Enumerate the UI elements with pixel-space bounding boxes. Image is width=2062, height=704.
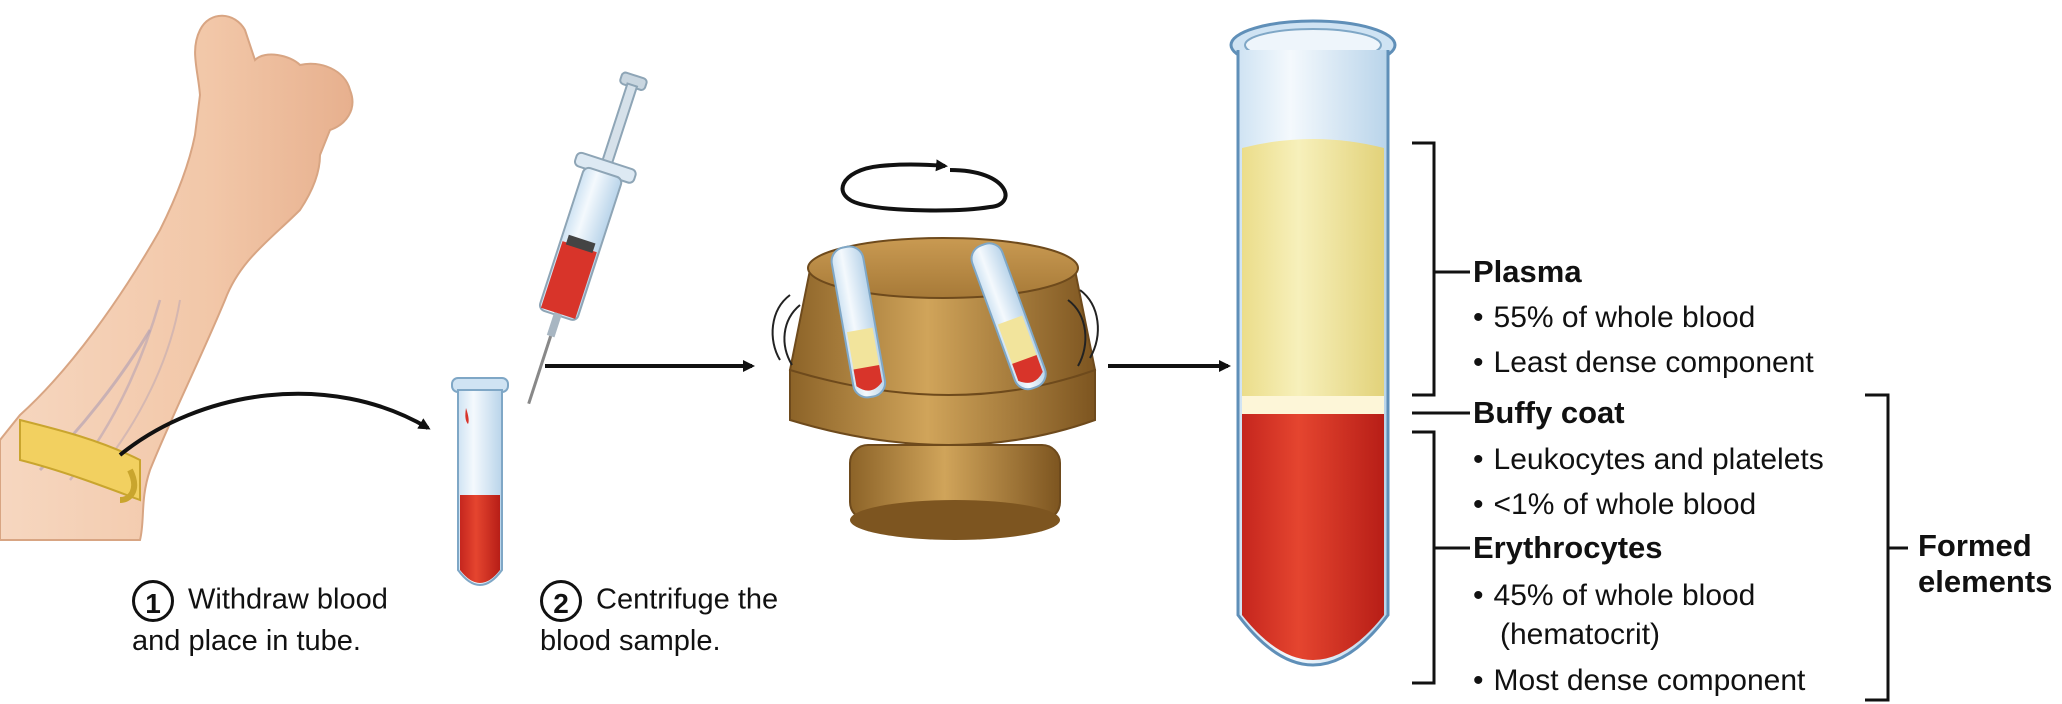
erythrocytes-layer [1242, 414, 1384, 660]
tourniquet [19, 418, 141, 502]
separated-blood-tube-illustration [1229, 19, 1397, 667]
formed-elements-line2: elements [1918, 564, 2053, 599]
erythrocytes-bullet-2: Most dense component [1473, 661, 1806, 701]
rotation-arrow-icon [840, 159, 1008, 213]
arrow-arm-to-tube [118, 391, 431, 457]
plasma-bullet-1: 55% of whole blood [1473, 298, 1756, 338]
step-1-line1: Withdraw blood [188, 583, 388, 616]
step-1-label: 1 Withdraw blood and place in tube. [132, 580, 388, 660]
plasma-title: Plasma [1473, 254, 1582, 289]
buffy-coat-bullet-1: Leukocytes and platelets [1473, 440, 1824, 480]
step-1-line2: and place in tube. [132, 625, 361, 657]
plasma-bullet-2: Least dense component [1473, 343, 1814, 383]
brackets [1412, 141, 1908, 702]
erythrocytes-hematocrit-note: (hematocrit) [1500, 618, 1661, 651]
step-2-line2: blood sample. [540, 625, 721, 657]
buffy-coat-layer [1242, 396, 1384, 416]
step-2-line1: Centrifuge the [596, 583, 779, 616]
plasma-layer [1242, 139, 1384, 398]
buffy-coat-bullet-2: <1% of whole blood [1473, 485, 1757, 525]
centrifuge-illustration [771, 237, 1099, 540]
test-tube-illustration [451, 377, 509, 586]
step-2-label: 2 Centrifuge the blood sample. [540, 580, 778, 660]
buffy-coat-title: Buffy coat [1473, 395, 1625, 430]
syringe-illustration [527, 71, 648, 405]
erythrocytes-bullet-1: 45% of whole blood [1473, 576, 1756, 616]
step-2-number: 2 [540, 580, 582, 622]
erythrocytes-title: Erythrocytes [1473, 530, 1663, 565]
formed-elements-label: Formed elements [1918, 528, 2052, 600]
step-1-number: 1 [132, 580, 174, 622]
arm-illustration [0, 14, 354, 541]
formed-elements-line1: Formed [1918, 528, 2032, 563]
